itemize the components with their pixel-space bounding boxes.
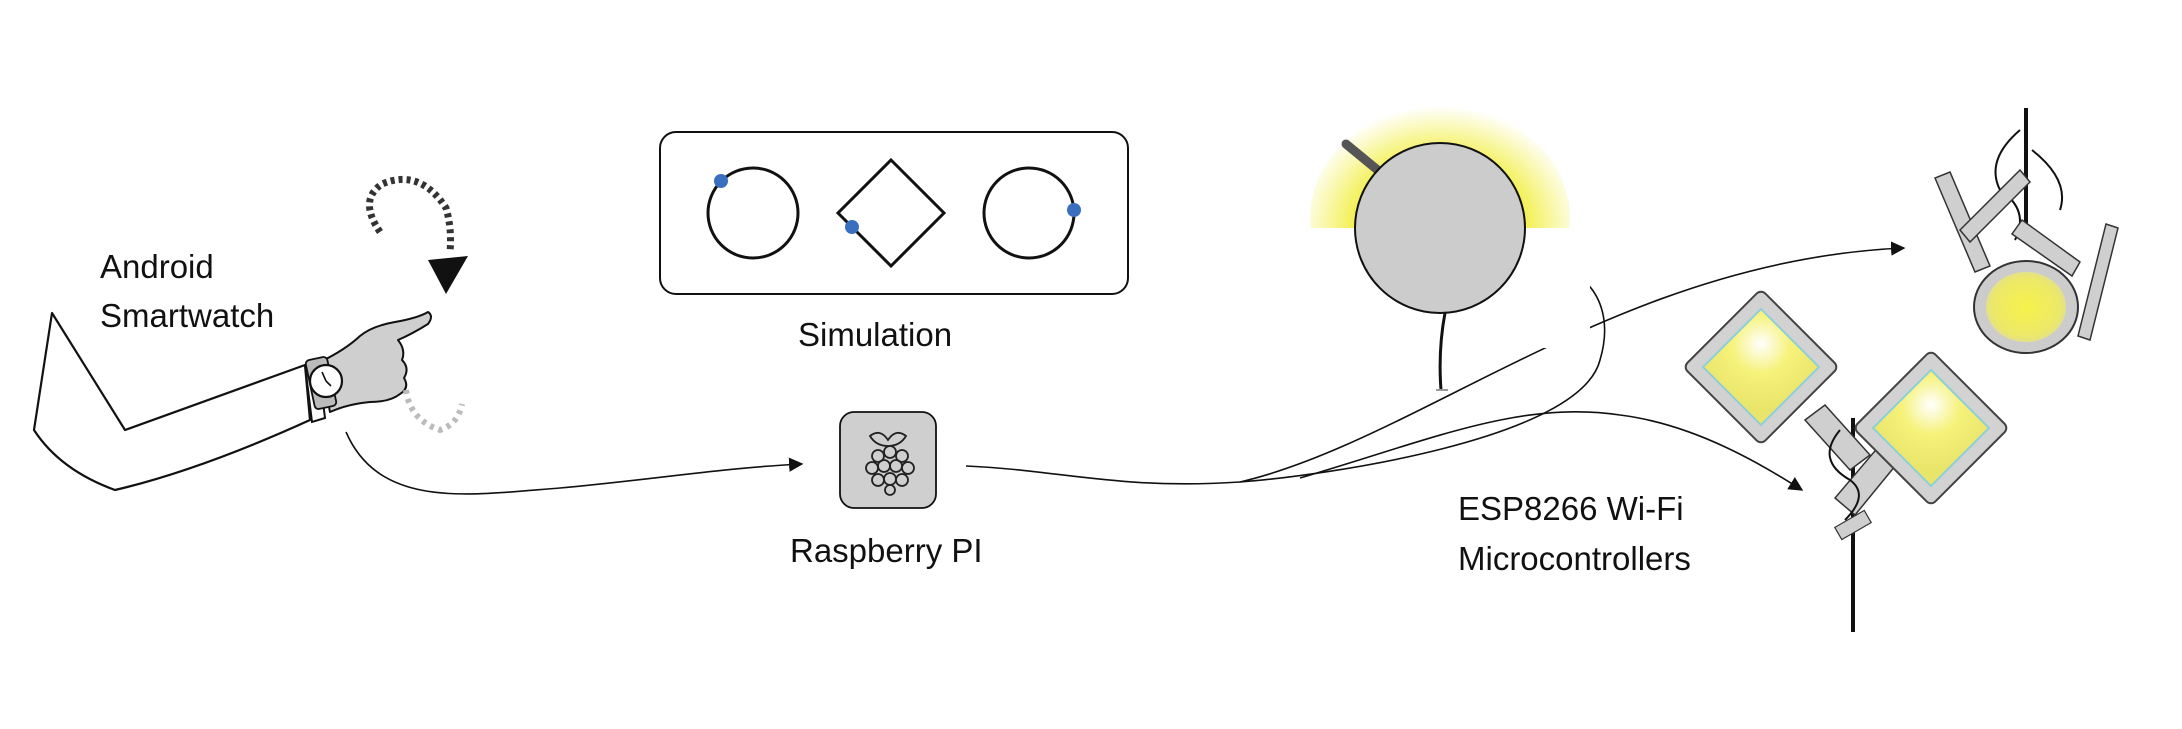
- smartwatch-label-line1: Android: [100, 248, 214, 285]
- connector-pi-to-panels: [1299, 410, 1804, 491]
- simulation-panel: Simulation: [659, 131, 1129, 353]
- raspberry-icon: [865, 431, 915, 496]
- power-cable: [1438, 312, 1447, 391]
- esp-label-line1: ESP8266 Wi-Fi: [1458, 490, 1684, 527]
- round-light-device: [1300, 106, 1590, 391]
- bracket-right: [2077, 223, 2119, 341]
- panel-left-light: [1701, 307, 1821, 427]
- lamp-wires-2: [2031, 149, 2064, 211]
- panel-arm: [1803, 403, 1872, 472]
- lamp-light: [1986, 272, 2066, 342]
- simulation-frame: [659, 131, 1129, 295]
- sim-circle-left: [706, 166, 800, 260]
- gesture-arrowhead: [428, 256, 468, 294]
- bracket-left: [1934, 171, 1991, 273]
- gesture-arc-bottom: [403, 389, 465, 434]
- sim-dot-left: [714, 174, 728, 188]
- connections: [345, 241, 1906, 495]
- simulation-label: Simulation: [798, 316, 952, 353]
- panel-mount: [1833, 509, 1873, 541]
- arm-outline: [32, 311, 312, 492]
- connector-pi-to-lamp: [1239, 241, 1906, 483]
- connector-pi-to-bulb: [965, 257, 1606, 485]
- bracket-left-arm: [1958, 168, 2032, 244]
- bracket-right-arm: [2010, 218, 2081, 278]
- round-light-body: [1354, 142, 1526, 314]
- raspberry-pi: Raspberry PI: [790, 411, 983, 569]
- arm-with-smartwatch: Android Smartwatch: [32, 175, 468, 492]
- sim-diamond: [835, 157, 947, 269]
- mount-rod: [1341, 139, 1385, 177]
- esp-label-line2: Microcontrollers: [1458, 540, 1691, 577]
- sim-dot-right: [1067, 203, 1081, 217]
- panel-right-light: [1871, 368, 1991, 488]
- connector-watch-to-pi: [345, 431, 804, 495]
- raspberry-pi-label: Raspberry PI: [790, 532, 983, 569]
- gesture-arc-top: [366, 175, 454, 253]
- panel-light-fixture: [1684, 290, 2008, 632]
- raspberry-pi-box: [839, 411, 937, 509]
- pointing-hand: [319, 311, 432, 413]
- hanging-lamp-fixture: [1934, 108, 2119, 354]
- panel-wires: [1828, 429, 1860, 521]
- smartwatch-label-line2: Smartwatch: [100, 297, 274, 334]
- watch-hands: [321, 371, 332, 387]
- sim-dot-diamond: [845, 220, 859, 234]
